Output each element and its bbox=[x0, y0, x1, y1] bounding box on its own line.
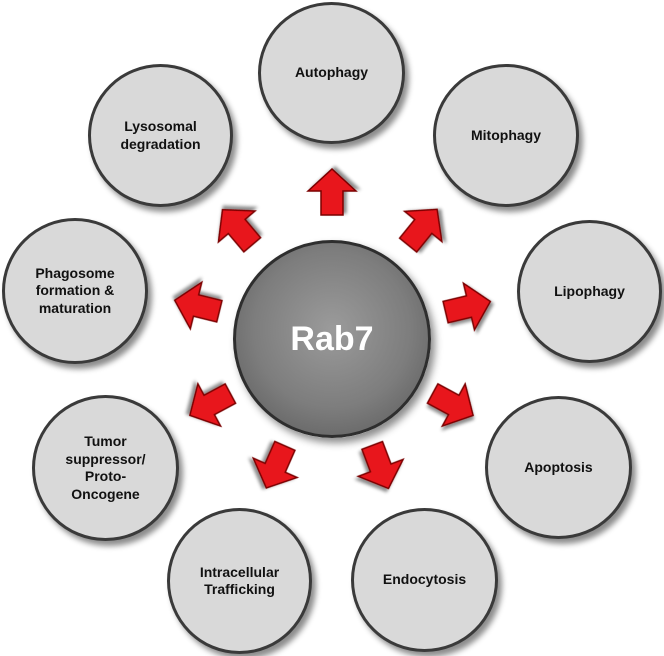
node-label-intracellular-trafficking: Intracellular Trafficking bbox=[199, 563, 280, 598]
node-label-mitophagy: Mitophagy bbox=[471, 126, 541, 143]
node-label-apoptosis: Apoptosis bbox=[524, 458, 593, 475]
arrow-to-mitophagy bbox=[398, 208, 443, 254]
arrow-to-tumor-suppressor bbox=[188, 381, 237, 428]
node-endocytosis: Endocytosis bbox=[351, 508, 498, 652]
node-tumor-suppressor: Tumor suppressor/ Proto-Oncogene bbox=[32, 395, 179, 541]
node-label-lipophagy: Lipophagy bbox=[554, 282, 625, 299]
node-label-lysosomal-degradation: Lysosomal degradation bbox=[120, 118, 201, 152]
node-autophagy: Autophagy bbox=[258, 2, 405, 144]
arrow-to-lysosomal-degradation bbox=[217, 208, 262, 253]
arrow-to-apoptosis bbox=[426, 381, 474, 428]
arrow-to-lipophagy bbox=[442, 281, 492, 332]
node-mitophagy: Mitophagy bbox=[433, 64, 579, 207]
node-label-phagosome: Phagosome formation & maturation bbox=[35, 264, 115, 316]
node-label-autophagy: Autophagy bbox=[294, 64, 369, 81]
node-intracellular-trafficking: Intracellular Trafficking bbox=[167, 508, 312, 654]
arrow-to-intracellular-trafficking bbox=[251, 440, 300, 489]
center-label: Rab7 bbox=[290, 319, 374, 358]
node-apoptosis: Apoptosis bbox=[485, 396, 632, 539]
node-lipophagy: Lipophagy bbox=[517, 220, 662, 363]
arrow-to-phagosome bbox=[173, 280, 223, 331]
node-label-endocytosis: Endocytosis bbox=[382, 571, 467, 588]
center-node-rab7: Rab7 bbox=[233, 240, 431, 438]
node-phagosome: Phagosome formation & maturation bbox=[2, 218, 148, 364]
node-label-tumor-suppressor: Tumor suppressor/ Proto-Oncogene bbox=[65, 433, 146, 502]
node-lysosomal-degradation: Lysosomal degradation bbox=[88, 64, 233, 207]
arrow-to-autophagy bbox=[306, 167, 358, 216]
arrow-to-endocytosis bbox=[356, 440, 405, 490]
